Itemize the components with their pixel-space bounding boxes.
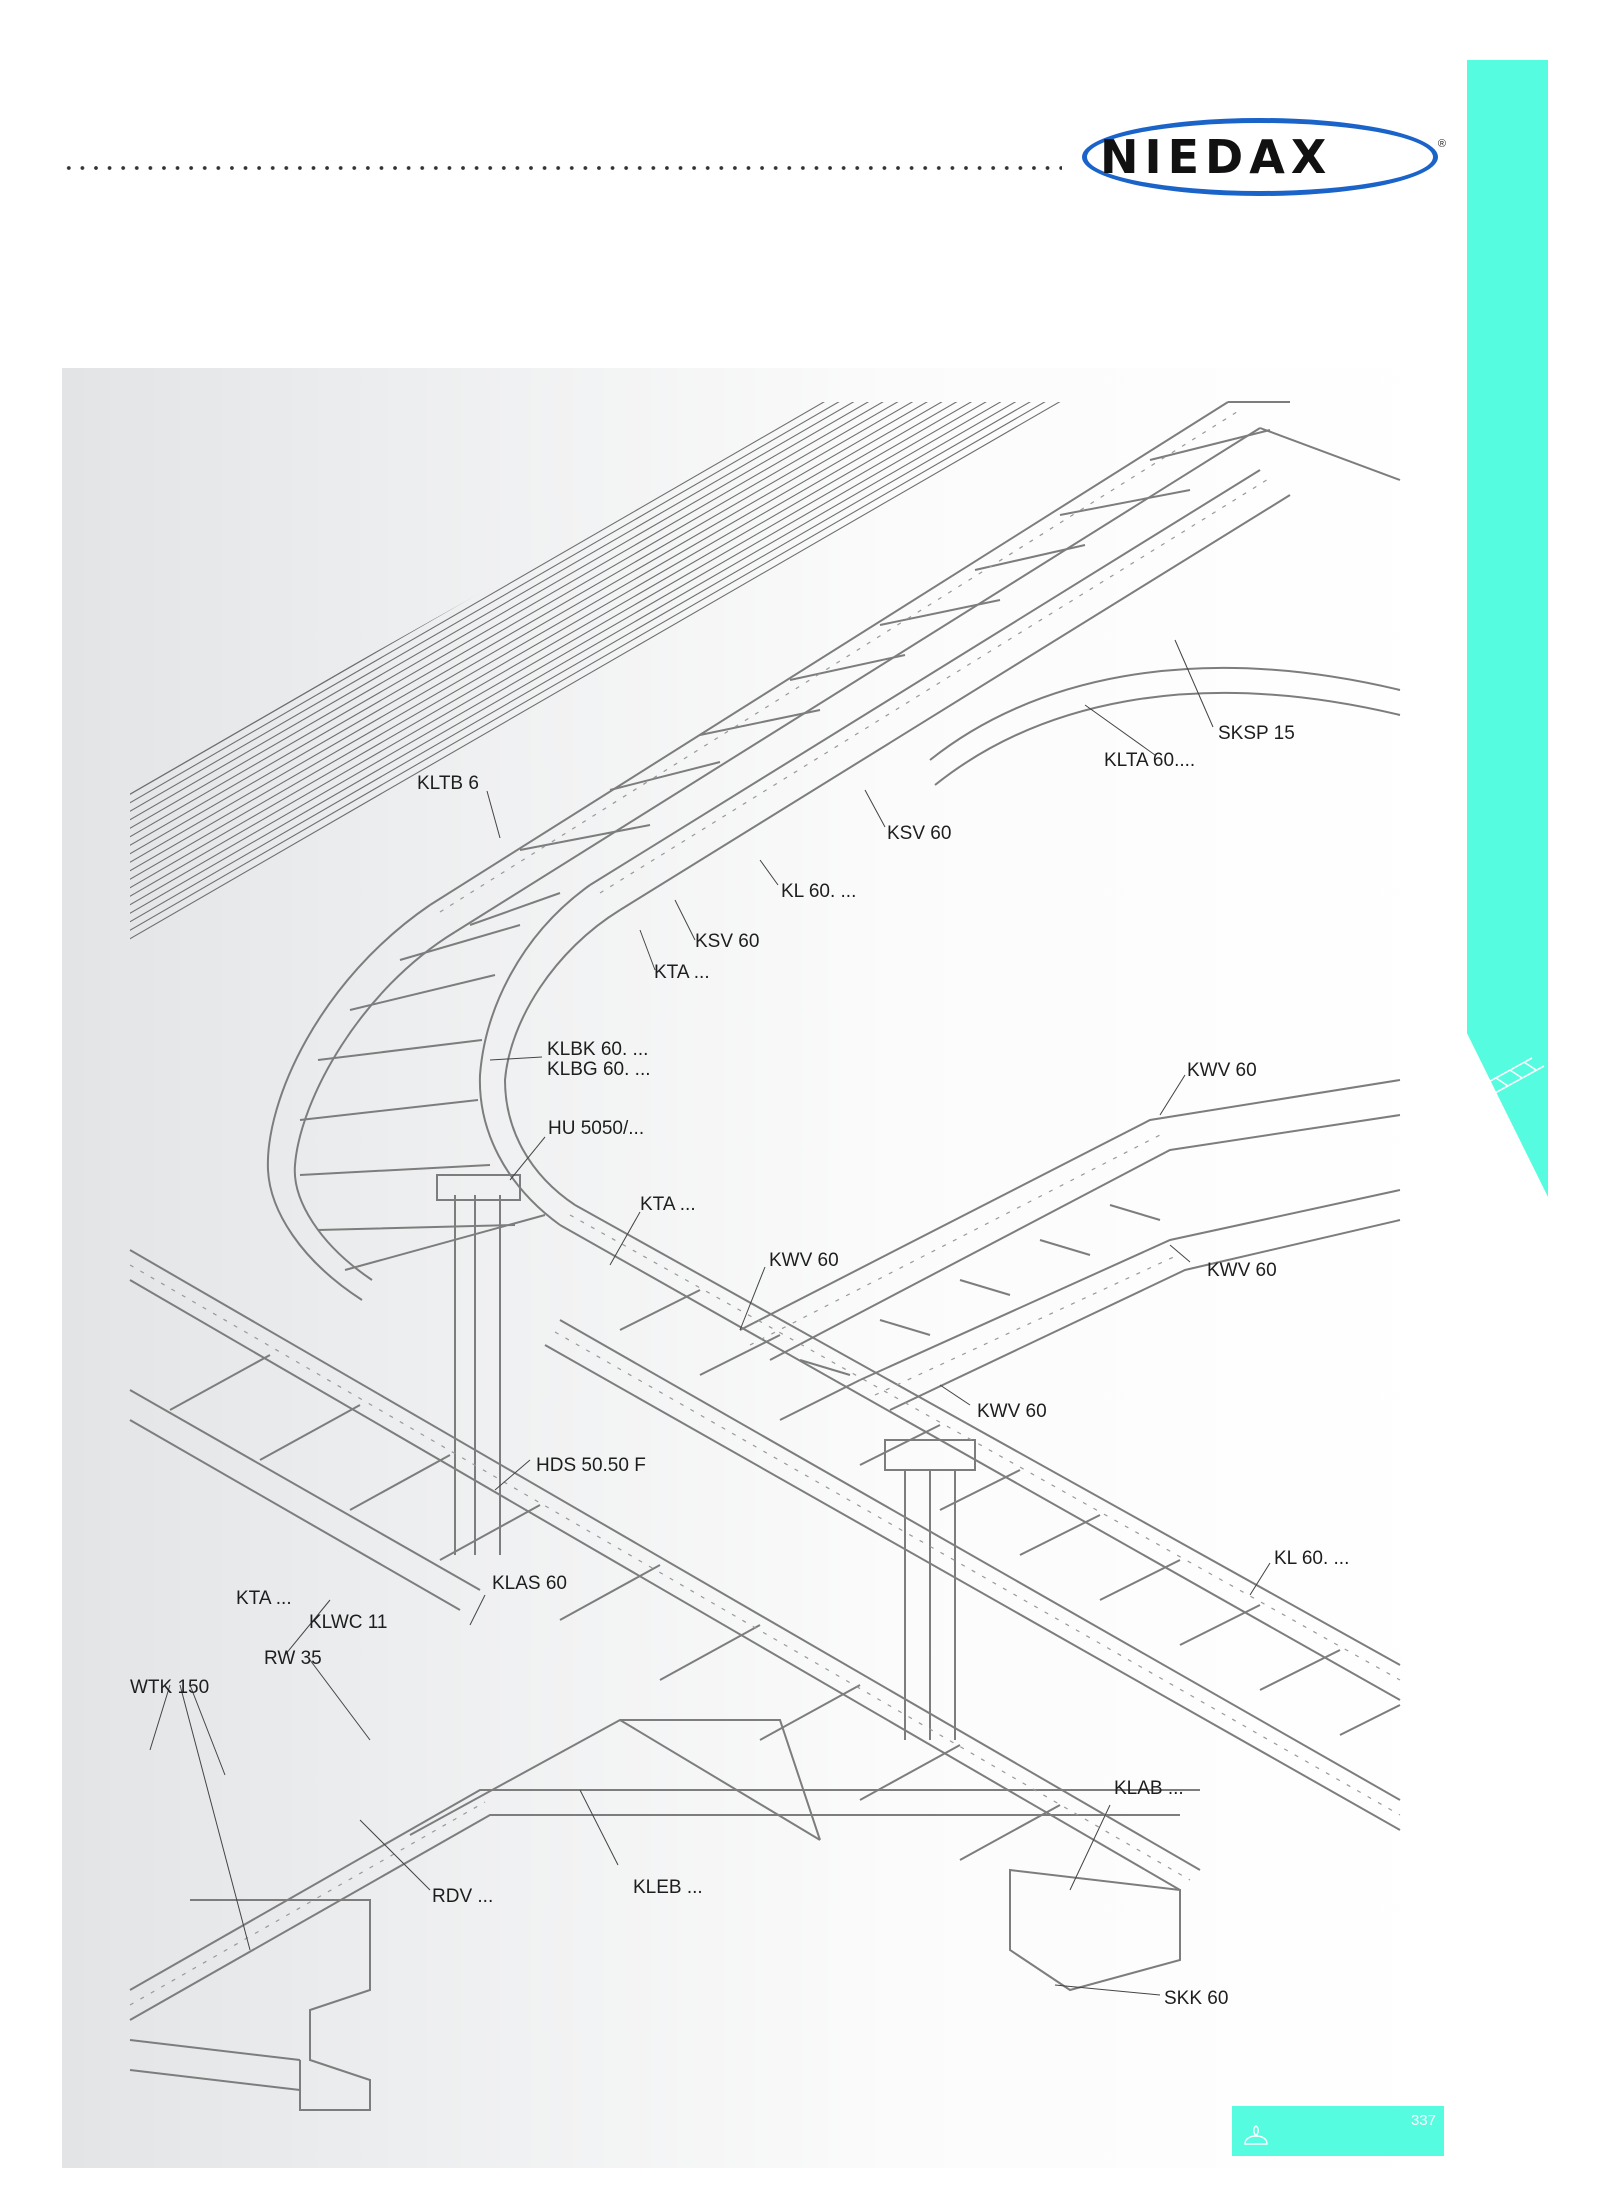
label-kwv60-top: KWV 60: [1187, 1060, 1257, 1081]
label-kta-left: KTA ...: [236, 1588, 292, 1609]
ladder-outlines: [129, 401, 1401, 2111]
label-ksv60-lower: KSV 60: [695, 931, 760, 952]
label-kwv60-mid: KWV 60: [769, 1250, 839, 1271]
label-kl60-upper: KL 60. ...: [781, 881, 857, 902]
hatch-line: [130, 402, 1062, 920]
hatch-line: [130, 522, 1062, 945]
hatch-line: [130, 531, 1062, 945]
hatch-line: [130, 402, 1062, 886]
label-klas60: KLAS 60: [492, 1573, 567, 1594]
hatch-line: [130, 402, 1062, 860]
hatch-line: [130, 514, 1062, 945]
label-kwv60-low: KWV 60: [977, 1401, 1047, 1422]
hatch-line: [130, 402, 1062, 835]
cable-ladder-icon: [1473, 1057, 1545, 1106]
brand-logo: NIEDAX ®: [1082, 118, 1446, 198]
hatch-line: [130, 402, 1062, 843]
label-kleb: KLEB ...: [633, 1877, 703, 1898]
hatch-line: [130, 403, 1062, 945]
hatch-line: [130, 446, 1062, 945]
page-number: 337: [1410, 2112, 1436, 2129]
hatch-line: [130, 402, 1062, 826]
hatch-line: [130, 402, 1062, 945]
label-klwc11: KLWC 11: [309, 1612, 388, 1633]
hatch-line: [130, 437, 1062, 945]
label-rw35: RW 35: [264, 1648, 322, 1669]
hatch-line: [130, 402, 1062, 937]
hatch-line: [130, 402, 1062, 809]
dotted-header-rule: [62, 164, 1062, 172]
hatch-line: [130, 463, 1062, 945]
label-kta-mid: KTA ...: [640, 1194, 696, 1215]
label-kltb6: KLTB 6: [417, 773, 479, 794]
page-number-box: 337: [1232, 2106, 1444, 2156]
label-klab: KLAB ...: [1114, 1778, 1184, 1799]
hatch-line: [130, 497, 1062, 945]
hatch-line: [130, 402, 1062, 818]
label-kl60-lower: KL 60. ...: [1274, 1548, 1350, 1569]
hatch-line: [130, 402, 1062, 945]
label-hds5050f: HDS 50.50 F: [536, 1455, 646, 1476]
hatch-line: [130, 402, 1062, 869]
brand-name: NIEDAX: [1100, 130, 1333, 184]
label-skk60: SKK 60: [1164, 1988, 1229, 2009]
hatch-line: [130, 429, 1062, 945]
logo-ring: [1082, 118, 1438, 196]
label-kta-upper: KTA ...: [654, 962, 710, 983]
label-sksp15: SKSP 15: [1218, 723, 1295, 744]
hatch-line: [130, 402, 1062, 877]
hatch-line: [130, 402, 1062, 903]
hatch-line: [130, 402, 1062, 945]
label-klbk60: KLBK 60. ...: [547, 1039, 649, 1060]
label-rdv: RDV ...: [432, 1886, 494, 1907]
rail-perforations: [129, 409, 1401, 2006]
label-wtk150: WTK 150: [130, 1677, 210, 1698]
hatch-line: [130, 402, 1062, 801]
hatch-line: [130, 471, 1062, 945]
hatch-line: [130, 402, 1062, 928]
label-hu5050: HU 5050/...: [548, 1118, 645, 1139]
hatch-line: [130, 454, 1062, 945]
label-klta60: KLTA 60....: [1104, 750, 1196, 771]
label-kwv60-right: KWV 60: [1207, 1260, 1277, 1281]
hatch-line: [130, 402, 1062, 852]
trefoil-icon: [1244, 2125, 1268, 2145]
leader-lines: [149, 639, 1271, 1996]
label-ksv60-upper: KSV 60: [887, 823, 952, 844]
hatch-line: [130, 402, 1062, 894]
hatch-line: [130, 402, 1062, 911]
hatch-line: [130, 412, 1062, 945]
registered-mark: ®: [1437, 138, 1446, 150]
label-klbg60: KLBG 60. ...: [547, 1059, 651, 1080]
hatch-line: [130, 480, 1062, 945]
side-tab: [1467, 60, 1548, 1197]
